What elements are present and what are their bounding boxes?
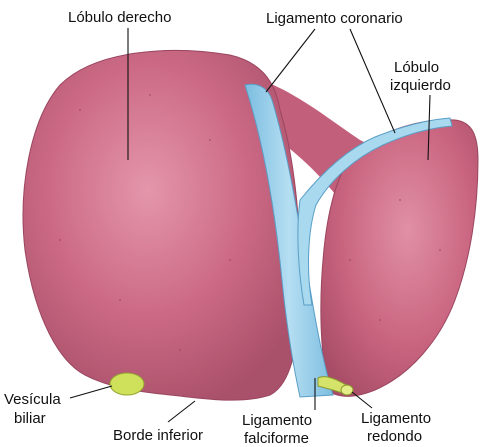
label-falciforme-2: falciforme: [244, 430, 309, 447]
leader-coronario-b: [350, 29, 395, 133]
leader-coronario-a: [266, 29, 315, 92]
label-vesicula-1: Vesícula: [4, 391, 61, 408]
label-redondo-2: redondo: [367, 428, 422, 445]
label-borde-inferior: Borde inferior: [113, 427, 203, 444]
label-redondo-1: Ligamento: [361, 410, 431, 427]
leader-borde-inferior: [168, 401, 195, 422]
round-ligament-tip: [341, 385, 353, 395]
leader-vesicula: [70, 386, 112, 398]
label-vesicula-2: biliar: [14, 410, 46, 427]
label-lobulo-derecho: Lóbulo derecho: [68, 9, 171, 26]
label-lobulo-izquierdo-1: Lóbulo: [394, 59, 439, 76]
label-ligamento-coronario: Ligamento coronario: [266, 10, 403, 27]
gallbladder: [110, 373, 144, 395]
label-falciforme-1: Ligamento: [242, 412, 312, 429]
label-lobulo-izquierdo-2: izquierdo: [390, 77, 451, 94]
